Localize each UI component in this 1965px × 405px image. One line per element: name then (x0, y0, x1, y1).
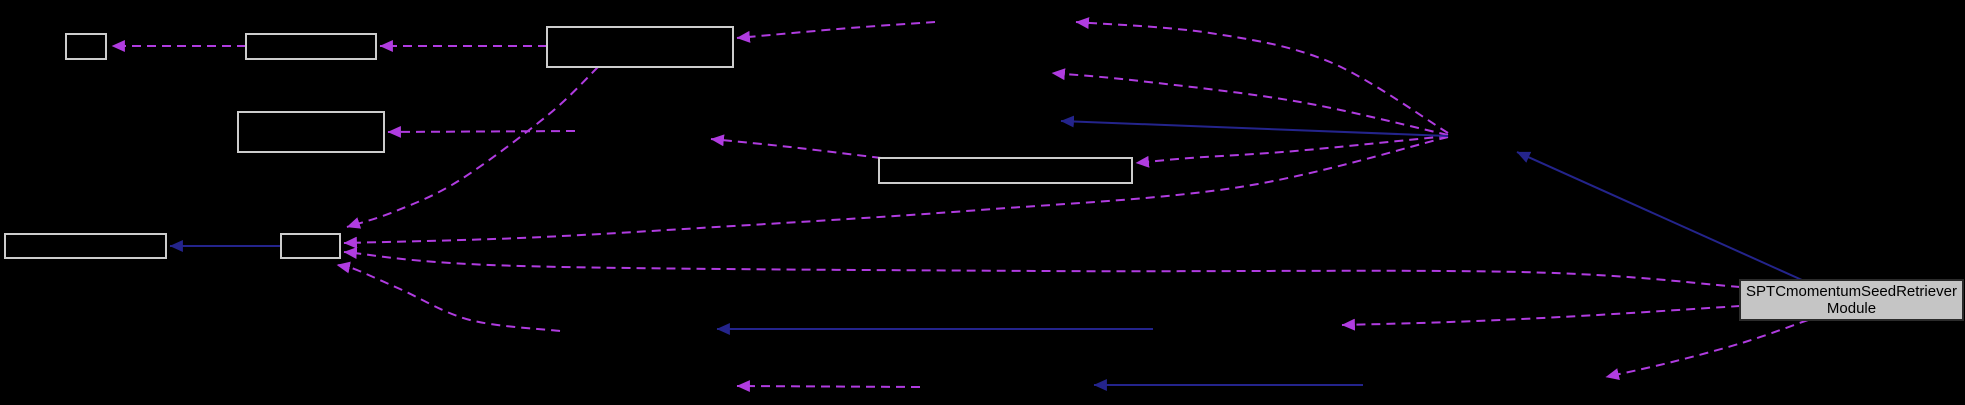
edge-usage-sweep-node7 (336, 261, 561, 332)
edge-usage-focus-node7 (343, 247, 1741, 288)
edge-inherit-focus-hub (1516, 151, 1803, 281)
graph-node-5[interactable] (878, 157, 1133, 184)
focus-node (1739, 279, 1964, 321)
edge-usage-into-node4 (387, 125, 576, 138)
edge-usage-focus-bottom (1605, 319, 1809, 380)
edge-inherit-hub-left (1060, 115, 1449, 137)
edge-usage-hub-midleft (1051, 68, 1449, 136)
graph-node-1[interactable] (65, 33, 107, 60)
graph-node-2[interactable] (245, 33, 377, 60)
edge-usage-hub-node5 (1135, 135, 1449, 168)
edge-usage-focus-left (1341, 305, 1741, 331)
edge-usage-node5-out (710, 134, 882, 159)
graph-node-3[interactable] (546, 26, 734, 68)
edge-usage-node3-node7 (346, 66, 599, 229)
edge-usage-bottom-short (736, 380, 921, 393)
focus-node-label-line1: SPTCmomentumSeedRetriever (1746, 283, 1957, 300)
edge-usage-hub-topleft (1075, 17, 1449, 134)
edge-usage-into-node3 (736, 21, 936, 43)
edge-usage-hub-node7 (343, 136, 1449, 249)
graph-node-7[interactable] (280, 233, 341, 259)
focus-node-label-line2: Module (1827, 300, 1876, 317)
graph-node-6[interactable] (4, 233, 167, 259)
edges-layer (111, 17, 1809, 393)
graph-node-4[interactable] (237, 111, 385, 153)
